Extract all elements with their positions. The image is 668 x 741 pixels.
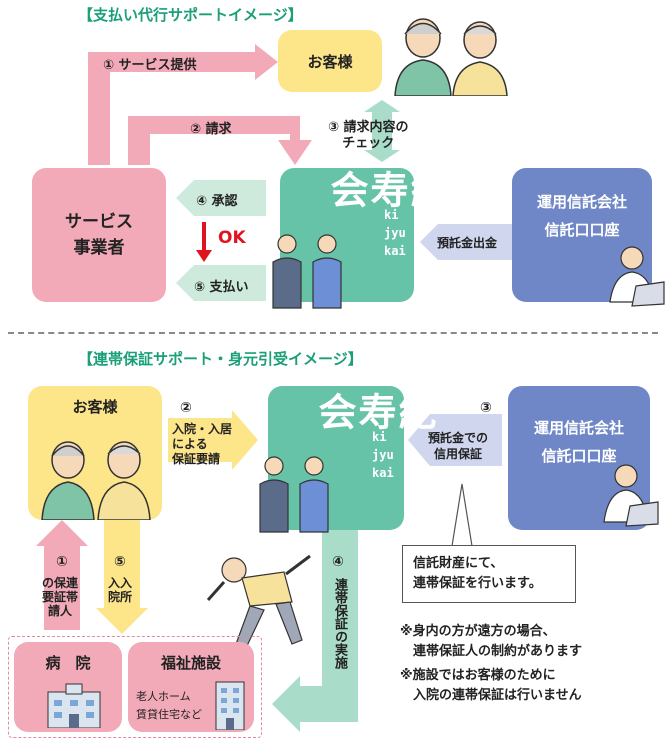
hospital-label: 病 院 xyxy=(45,654,91,672)
note-1: ※身内の方が遠方の場合、 連帯保証人の制約があります xyxy=(400,624,583,659)
s2-step3-num: ③ xyxy=(480,400,492,416)
kijukai-logo-1: 紀 寿 会 xyxy=(324,170,449,208)
kijukai-roman-1: ki jyu kai xyxy=(384,208,406,258)
step4-label: ④ 承認 xyxy=(196,194,238,209)
step1-label: ① サービス提供 xyxy=(103,58,197,73)
laptop-man-icon xyxy=(609,246,665,307)
kijukai-box-1 xyxy=(280,168,414,302)
arrow-ok xyxy=(196,222,212,262)
step3-label: ③ 請求内容の チェック xyxy=(328,120,409,151)
falling-man-icon xyxy=(206,554,311,649)
s2-step3-label: 預託金での 信用保証 xyxy=(428,431,489,461)
callout-box: 信託財産にて、 連帯保証を行います。 xyxy=(402,545,576,603)
customer-label-2: お客様 xyxy=(72,398,118,416)
customer-label: お客様 xyxy=(307,52,353,71)
elderly-couple-icon xyxy=(394,18,508,96)
arrow-s2-step3 xyxy=(408,414,502,466)
facilities-container xyxy=(8,636,262,738)
arrow-step2 xyxy=(128,116,312,165)
s2-step2-num: ② xyxy=(180,400,192,416)
arrow-step5 xyxy=(176,265,266,301)
trust-label-2: 運用信託会社 信託口口座 xyxy=(533,419,624,465)
apartment-building-icon xyxy=(215,681,245,730)
arrow-step4 xyxy=(176,180,266,216)
arrow-s2-step4 xyxy=(272,520,358,732)
arrow-deposit xyxy=(420,224,512,260)
s2-step1-label: の保連 要証帯 請人 xyxy=(42,576,79,618)
s2-step4-label: 連帯保証の実施 xyxy=(332,578,347,669)
laptop-man-icon-2 xyxy=(603,464,659,527)
s2-step4-num: ④ xyxy=(332,554,344,570)
ok-label: OK xyxy=(218,228,246,248)
section-divider xyxy=(8,332,658,334)
staff-icon-2 xyxy=(259,456,329,533)
section1-arrows xyxy=(88,44,512,301)
service-provider-box: サービス 事業者 xyxy=(32,168,166,302)
elderly-couple-icon-2 xyxy=(41,441,151,520)
callout-text: 信託財産にて、 連帯保証を行います。 xyxy=(413,556,542,591)
s2-step1-num: ① xyxy=(56,554,68,570)
s2-step2-label: 入院・入居 による 保証要請 xyxy=(172,422,233,466)
s2-step5-num: ⑤ xyxy=(114,554,126,570)
kijukai-logo-2: 紀 寿 会 xyxy=(312,392,437,430)
section2-arrows xyxy=(36,410,502,732)
step2-label: ② 請求 xyxy=(190,122,232,137)
arrow-s2-step2 xyxy=(168,410,258,470)
s2-step5-label: 入入 院所 xyxy=(108,576,133,604)
welfare-sub-label: 老人ホーム 賃貸住宅など xyxy=(136,690,202,721)
customer-box-1: お客様 xyxy=(278,30,382,92)
arrow-s2-step1 xyxy=(36,520,88,630)
deposit-label: 預託金出金 xyxy=(437,236,498,250)
staff-icon xyxy=(272,234,342,309)
section2-title: 【連帯保証サポート・身元引受イメージ】 xyxy=(78,350,363,368)
note-2: ※施設ではお客様のために 入院の連帯保証は行いません xyxy=(400,668,582,703)
callout-pointer xyxy=(451,483,473,547)
arrow-step1 xyxy=(88,44,278,165)
service-provider-label: サービス 事業者 xyxy=(65,212,133,258)
step5-label: ⑤ 支払い xyxy=(194,280,249,295)
hospital-building-icon xyxy=(47,683,101,728)
arrow-s2-step5 xyxy=(96,520,148,634)
kijukai-box-2 xyxy=(268,386,404,530)
section1-title: 【支払い代行サポートイメージ】 xyxy=(78,6,303,24)
welfare-label: 福祉施設 xyxy=(160,654,221,672)
kijukai-roman-2: ki jyu kai xyxy=(372,430,394,480)
trust-label-1: 運用信託会社 信託口口座 xyxy=(536,193,627,239)
arrow-step3 xyxy=(364,100,400,162)
